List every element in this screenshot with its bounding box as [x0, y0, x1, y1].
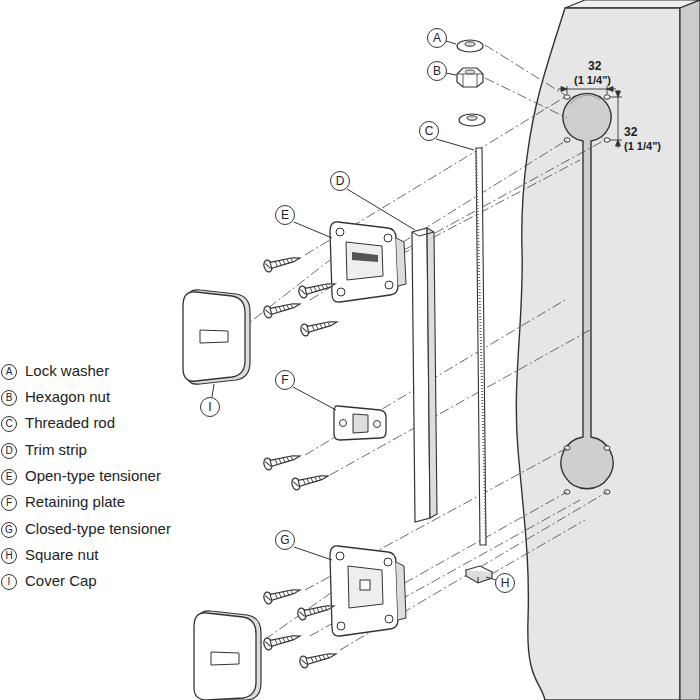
legend-key-circle: G [1, 522, 17, 538]
callout-letter: F [6, 498, 12, 508]
part-name: Cover Cap [25, 573, 97, 590]
legend-key-circle: H [1, 548, 17, 564]
callout-circle: F [275, 370, 295, 390]
part-name: Threaded rod [25, 415, 115, 432]
callout-letter: B [433, 65, 441, 77]
legend-key-circle: A [1, 364, 17, 380]
legend-key-circle: I [1, 574, 17, 590]
callout-letter: A [433, 32, 441, 44]
legend-key-circle: E [1, 469, 17, 485]
callout-letter: H [501, 577, 510, 589]
dimension-value: 32 [588, 60, 601, 73]
legend-key-circle: D [1, 443, 17, 459]
part-name: Trim strip [25, 442, 87, 459]
callout-letter: F [281, 374, 288, 386]
callout-circle: C [419, 121, 439, 141]
callout-circle: A [427, 28, 447, 48]
callout-letter: I [8, 577, 11, 587]
callout-letter: C [5, 419, 12, 429]
part-name: Retaining plate [25, 494, 125, 511]
part-name: Lock washer [25, 363, 109, 380]
callout-letter: D [5, 446, 12, 456]
part-name: Closed-type tensioner [25, 521, 171, 538]
callout-letter: C [425, 125, 434, 137]
callout-letter: E [281, 209, 289, 221]
callout-circle: H [495, 573, 515, 593]
callout-letter: G [280, 534, 289, 546]
callout-letter: G [5, 525, 13, 535]
callout-circle: B [427, 61, 447, 81]
callout-circle: I [200, 397, 220, 417]
legend-key-circle: F [1, 495, 17, 511]
callout-letter: B [6, 393, 13, 403]
callout-circle: G [275, 530, 295, 550]
callout-letter: D [336, 175, 345, 187]
callout-circle: D [330, 171, 350, 191]
dimension-imperial: (1 1/4") [574, 74, 611, 86]
legend-key-circle: C [1, 416, 17, 432]
dimension-value: 32 [624, 126, 637, 139]
callout-letter: I [208, 401, 211, 413]
legend-key-circle: B [1, 390, 17, 406]
part-name: Hexagon nut [25, 389, 110, 406]
callout-letter: A [6, 367, 13, 377]
dimension-imperial: (1 1/4") [624, 140, 661, 152]
part-name: Open-type tensioner [25, 468, 161, 485]
part-name: Square nut [25, 547, 98, 564]
callout-circle: E [275, 205, 295, 225]
callout-letter: H [5, 551, 12, 561]
callout-letter: E [6, 472, 13, 482]
